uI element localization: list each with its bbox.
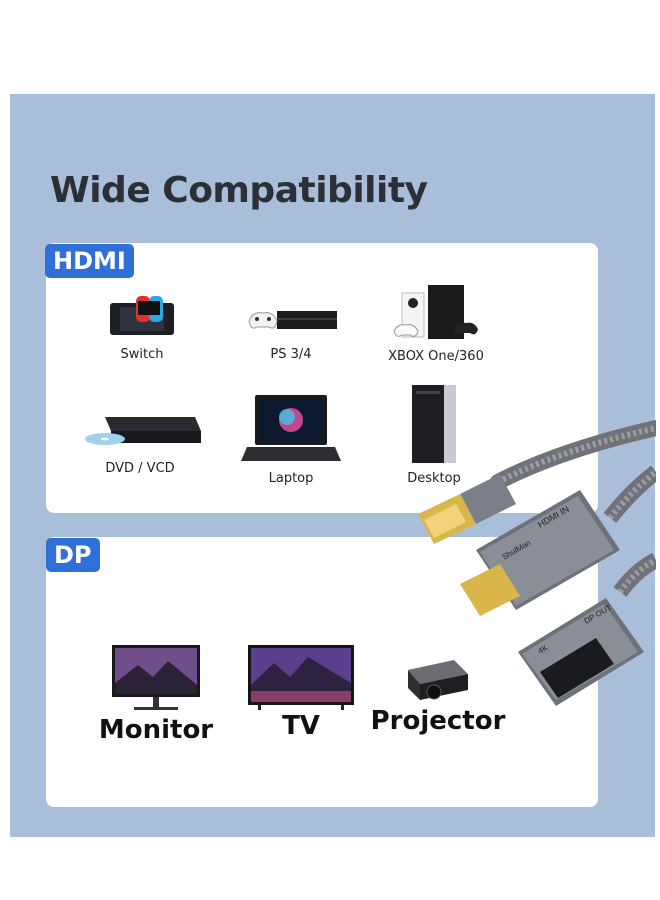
device-label: DVD / VCD	[105, 461, 175, 476]
hdmi-adapter-body: HDMI IN ShulMan	[460, 490, 620, 616]
device-dvd: DVD / VCD	[70, 405, 210, 476]
playstation-icon	[248, 311, 337, 329]
device-desktop: Desktop	[364, 383, 504, 486]
projector-icon	[408, 660, 468, 700]
dp-adapter-body: DP OUT 4K	[518, 598, 644, 706]
device-ps: PS 3/4	[221, 293, 361, 362]
device-label: Switch	[120, 347, 164, 362]
xbox-icon	[393, 285, 478, 339]
page-title: Wide Compatibility	[50, 170, 428, 211]
device-monitor: Monitor	[86, 643, 226, 745]
tv-icon	[248, 645, 354, 710]
hdmi-card	[46, 243, 598, 513]
usb-plug	[418, 474, 516, 544]
switch-console-icon	[110, 296, 174, 335]
device-label: XBOX One/360	[388, 349, 484, 364]
device-laptop: Laptop	[221, 393, 361, 486]
device-label: Laptop	[268, 471, 314, 486]
device-label: Monitor	[98, 715, 214, 745]
adapter-cable-illustration: HDMI IN ShulMan DP OUT 4K	[418, 420, 656, 706]
device-xbox: XBOX One/360	[366, 283, 506, 364]
device-tv: TV	[231, 643, 371, 741]
dvd-player-icon	[85, 417, 201, 445]
desktop-tower-icon	[412, 385, 456, 463]
hdmi-tag: HDMI	[45, 244, 134, 278]
device-projector: Projector	[368, 650, 508, 736]
device-switch: Switch	[72, 293, 212, 362]
device-label: TV	[282, 711, 320, 741]
monitor-icon	[112, 645, 200, 710]
dp-tag: DP	[46, 538, 100, 572]
laptop-icon	[241, 395, 341, 461]
device-label: PS 3/4	[270, 347, 312, 362]
device-label: Desktop	[407, 471, 461, 486]
device-label: Projector	[370, 706, 506, 736]
